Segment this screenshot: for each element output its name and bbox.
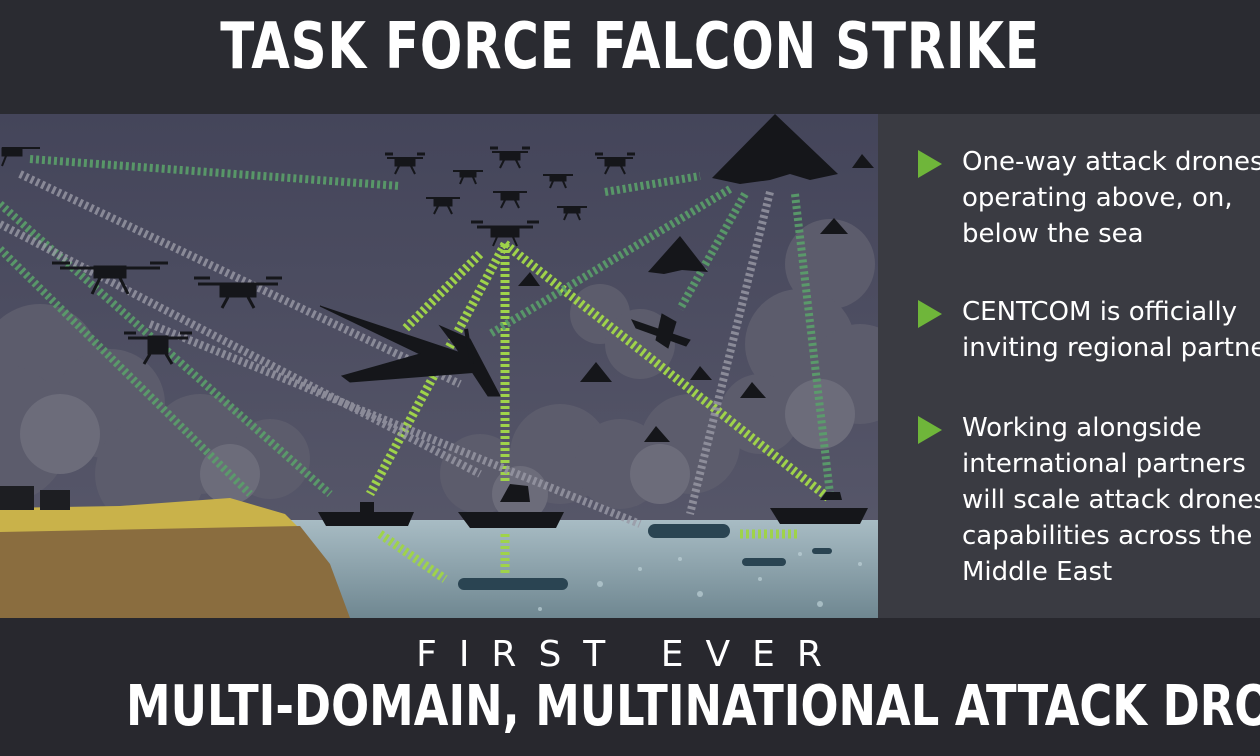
bullet-line: Middle East <box>962 557 1113 587</box>
datalinks-green <box>366 240 833 583</box>
title-bar: TASK FORCE FALCON STRIKE <box>0 0 1260 114</box>
bullet-line: capabilities across the <box>962 521 1253 551</box>
bullet-triangle-icon <box>918 300 942 328</box>
footer-headline: MULTI-DOMAIN, MULTINATIONAL ATTACK DRONE… <box>126 674 1260 739</box>
fixed-wing-drone-icon <box>319 305 691 397</box>
bullet-line: will scale attack drones <box>962 485 1260 515</box>
bullet-line: below the sea <box>962 219 1144 249</box>
drone-scene-illustration <box>0 114 878 618</box>
coastline-ground <box>0 526 350 618</box>
bullet-triangle-icon <box>918 416 942 444</box>
bullet-line: international partners <box>962 449 1246 479</box>
bullet-line: operating above, on, <box>962 183 1233 213</box>
bullet-line: Working alongside <box>962 413 1202 443</box>
footer-banner <box>0 618 1260 756</box>
datalinks-gray <box>0 170 774 528</box>
bullet-line: inviting regional partners <box>962 333 1260 363</box>
bullet-triangle-icon <box>918 150 942 178</box>
bullet-line: CENTCOM is officially <box>962 297 1238 327</box>
page-title: TASK FORCE FALCON STRIKE <box>220 10 1040 84</box>
sea-bubbles <box>538 552 862 611</box>
bullet-line: One-way attack drones <box>962 147 1260 177</box>
quadcopter-icon <box>1 146 635 365</box>
flying-wing-drone-icon <box>518 114 874 442</box>
drone-boat-icon <box>318 484 868 528</box>
underwater-drone-icon <box>458 524 832 590</box>
bunkers <box>0 486 70 510</box>
footer-kicker: FIRST EVER <box>416 634 844 675</box>
bullet-list-panel: One-way attack drones operating above, o… <box>878 114 1260 618</box>
clouds <box>0 219 878 529</box>
